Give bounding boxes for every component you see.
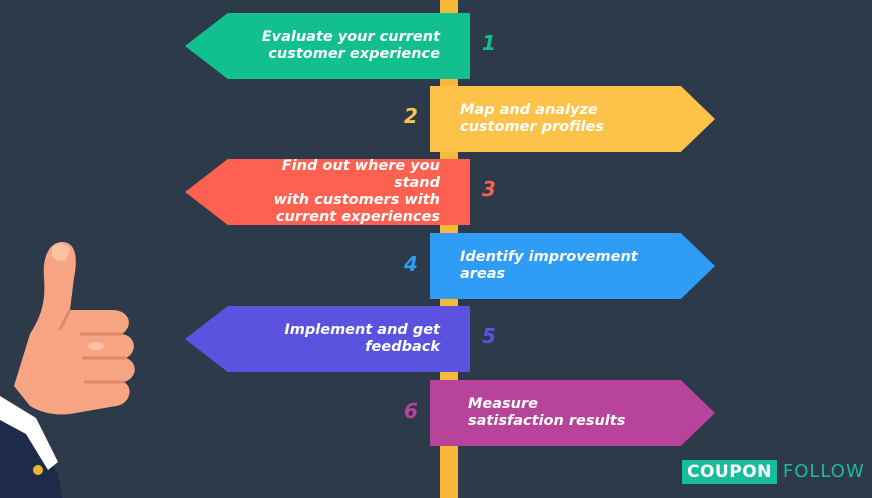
logo-follow: FOLLOW bbox=[782, 461, 865, 482]
coupon-follow-logo: COUPON FOLLOW bbox=[682, 460, 865, 484]
step-2-number: 2 bbox=[404, 104, 418, 128]
step-3-sign: Find out where you stand with customers … bbox=[185, 159, 470, 225]
step-6-number: 6 bbox=[404, 399, 418, 423]
step-5-sign: Implement and get feedback bbox=[185, 306, 470, 372]
step-3-number: 3 bbox=[482, 177, 496, 201]
step-6-sign: Measure satisfaction results bbox=[430, 380, 715, 446]
step-4-text: Identify improvement areas bbox=[460, 249, 638, 282]
step-6-text: Measure satisfaction results bbox=[468, 396, 626, 429]
step-5-number: 5 bbox=[482, 324, 496, 348]
step-5-text: Implement and get feedback bbox=[284, 322, 440, 355]
step-2-text: Map and analyze customer profiles bbox=[460, 102, 604, 135]
step-4-number: 4 bbox=[404, 252, 418, 276]
logo-coupon: COUPON bbox=[682, 460, 777, 484]
step-2-sign: Map and analyze customer profiles bbox=[430, 86, 715, 152]
step-3-text: Find out where you stand with customers … bbox=[273, 158, 440, 225]
step-1-number: 1 bbox=[482, 31, 496, 55]
step-1-sign: Evaluate your current customer experienc… bbox=[185, 13, 470, 79]
thumbs-up-icon bbox=[0, 242, 135, 498]
step-4-sign: Identify improvement areas bbox=[430, 233, 715, 299]
step-1-text: Evaluate your current customer experienc… bbox=[261, 29, 440, 62]
